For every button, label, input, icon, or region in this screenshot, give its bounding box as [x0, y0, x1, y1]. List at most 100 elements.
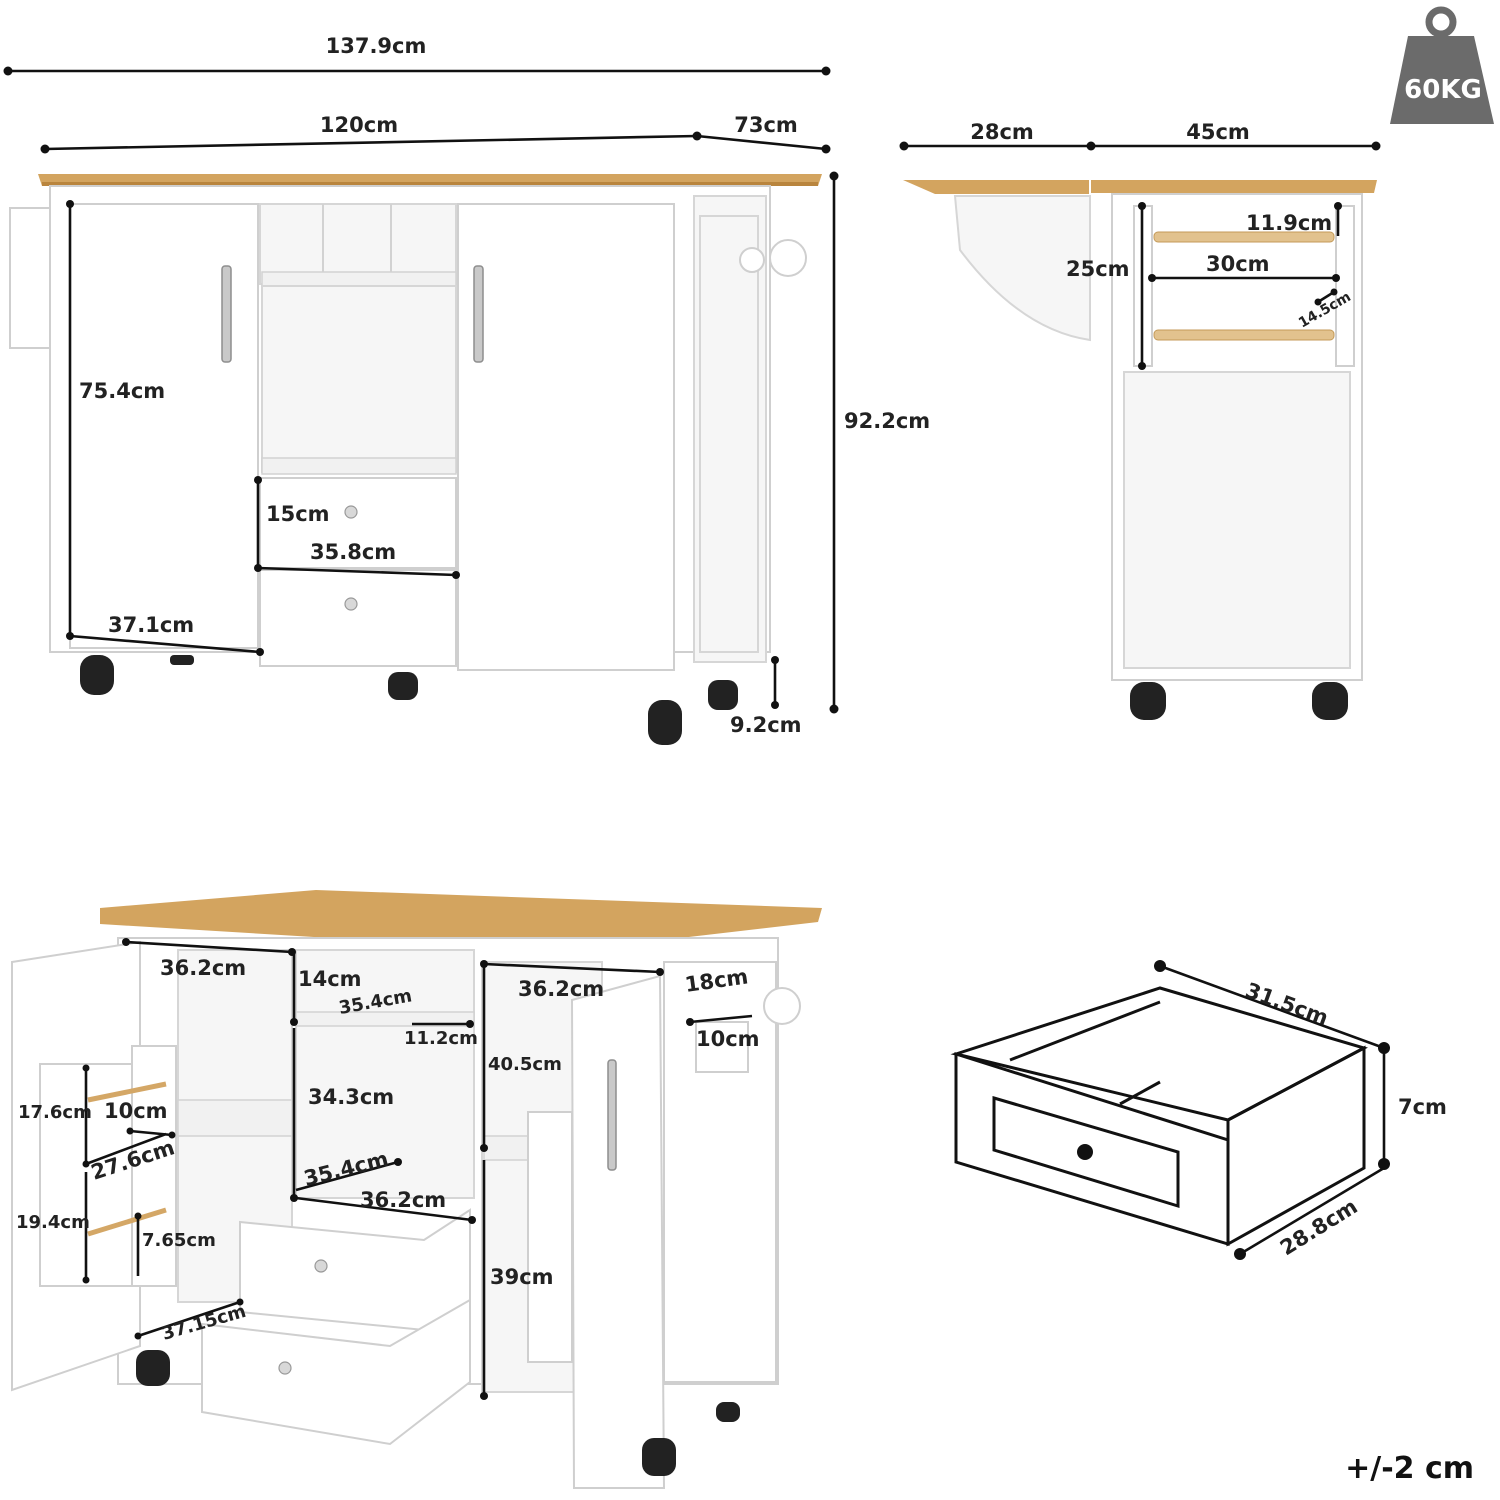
drawer-inner-edge [1009, 1000, 1161, 1062]
right-door-handle [473, 265, 484, 363]
dim-endpoint [254, 476, 262, 484]
door-width-label: 37.1cm [108, 613, 194, 637]
left-shelf [177, 1099, 293, 1137]
open-shelf-floor [261, 457, 457, 475]
spice-bottom-label: 19.4cm [16, 1212, 90, 1233]
dim-endpoint [829, 171, 839, 181]
center-height-label: 34.3cm [308, 1085, 394, 1109]
drawer-knob [314, 1259, 328, 1273]
drop-leaf [903, 180, 1089, 194]
caster-wheel [388, 672, 418, 700]
towel-bar-knob [739, 247, 765, 273]
rack-rail [1153, 329, 1335, 341]
dim-endpoint [1371, 141, 1381, 151]
depth-label: 45cm [1186, 120, 1250, 144]
caster-wheel [80, 655, 114, 695]
caster-wheel [642, 1438, 676, 1476]
drop-leaf-label: 28cm [970, 120, 1034, 144]
side-panel-inset [699, 215, 759, 653]
towel-bar [695, 1021, 749, 1073]
side-view: 28cm 45cm 11.9cm 25cm 30cm 14.5cm [899, 120, 1381, 720]
caster-wheel [1312, 682, 1348, 720]
dim-endpoint [82, 1064, 90, 1072]
spice-rail-label: 7.65cm [142, 1230, 216, 1251]
open-view: 36.2cm 14cm 35.4cm 11.2cm 36.2cm 18cm 10… [11, 890, 822, 1489]
right-door [457, 203, 675, 671]
drawer-knob [278, 1361, 292, 1375]
dim-line [295, 1160, 399, 1192]
spice-top-label: 17.6cm [18, 1102, 92, 1123]
rack-height-label: 25cm [1066, 257, 1130, 281]
drawer-width-label: 28.8cm [1276, 1194, 1362, 1260]
dim-endpoint [821, 144, 831, 154]
center-width-label: 36.2cm [360, 1188, 446, 1212]
drop-leaf-bracket [953, 195, 1091, 342]
tolerance-label: +/-2 cm [1345, 1451, 1474, 1486]
caster-wheel [170, 655, 194, 665]
drawer-height-label: 15cm [266, 502, 330, 526]
dim-endpoint [134, 1332, 142, 1340]
drawer-width-line [1239, 1166, 1385, 1256]
drawer-inner-edge [1119, 1080, 1161, 1106]
dim-endpoint [256, 648, 264, 656]
dim-endpoint [290, 1194, 298, 1202]
drawer-width-line [257, 566, 457, 577]
door-width-line [69, 634, 261, 654]
dim-endpoint [1234, 1248, 1246, 1260]
drawer-front-outline [954, 1051, 1230, 1247]
dim-endpoint [1154, 960, 1166, 972]
dim-endpoint [236, 1298, 244, 1306]
spice-rail [87, 1207, 167, 1237]
dim-line [295, 1196, 473, 1222]
dim-endpoint [394, 1158, 402, 1166]
spice-depth-label: 10cm [104, 1099, 168, 1123]
front-view: 137.9cm 120cm 73cm [3, 34, 930, 745]
weight-label: 60KG [1404, 75, 1482, 105]
open-countertop [100, 890, 822, 952]
side-body-inset [1123, 371, 1351, 669]
top-width-label: 120cm [320, 113, 398, 137]
extension-line [696, 134, 827, 151]
caster-wheel [648, 700, 682, 745]
drawer-depth-line [1159, 964, 1385, 1050]
top-width-line [44, 134, 698, 151]
drawer-height-label: 7cm [1398, 1095, 1447, 1119]
dim-endpoint [1148, 274, 1156, 282]
weight-badge: 60KG [1390, 6, 1494, 124]
caster-wheels [80, 655, 738, 745]
top-drawer-knob [344, 505, 358, 519]
upper-right-height-label: 40.5cm [488, 1054, 562, 1075]
cubby-divider-label: 11.2cm [404, 1028, 478, 1049]
right-open-door [570, 974, 666, 1489]
drawer-front-panel [992, 1095, 1180, 1209]
dim-endpoint [254, 564, 262, 572]
total-width-label: 137.9cm [326, 34, 427, 58]
dim-endpoint [1332, 274, 1340, 282]
right-cabinet-width-label: 36.2cm [518, 977, 604, 1001]
dim-endpoint [134, 1212, 142, 1220]
lower-right-height-label: 39cm [490, 1265, 554, 1289]
extension-label: 73cm [734, 113, 798, 137]
drawer-knob [1077, 1144, 1093, 1160]
dim-endpoint [1334, 202, 1342, 210]
drawer-depth-label: 31.5cm [1242, 978, 1331, 1030]
dim-endpoint [466, 1020, 474, 1028]
dim-line [689, 1014, 753, 1024]
dim-endpoint [168, 1131, 176, 1139]
dim-endpoint [656, 968, 664, 976]
dim-endpoint [1086, 141, 1096, 151]
dim-endpoint [771, 701, 779, 709]
dim-endpoint [1314, 298, 1322, 306]
dim-endpoint [829, 704, 839, 714]
dim-line [483, 962, 661, 974]
rack-post [1335, 205, 1355, 367]
dim-line [85, 1132, 167, 1166]
bottom-drawer-knob [344, 597, 358, 611]
dim-endpoint [82, 1276, 90, 1284]
dim-endpoint [899, 141, 909, 151]
left-door-handle [221, 265, 232, 363]
rack-gap-label: 11.9cm [1246, 211, 1332, 235]
weight-icon [1390, 6, 1494, 124]
dim-endpoint [1330, 288, 1338, 296]
dim-endpoint [1138, 362, 1146, 370]
